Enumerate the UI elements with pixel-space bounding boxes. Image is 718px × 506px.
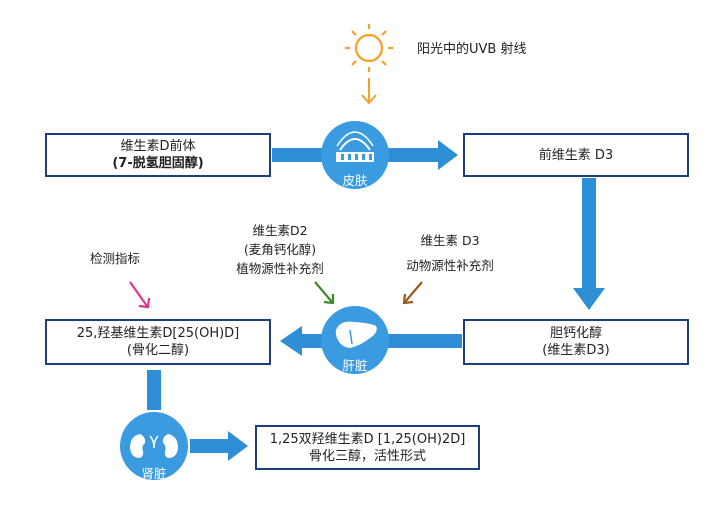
arrow-calcidiol-to-calcitriol <box>147 370 248 461</box>
box-calcitriol: 1,25双羟维生素D [1,25(OH)2D] 骨化三醇，活性形式 <box>255 425 480 470</box>
skin-icon <box>336 131 374 162</box>
d3-supplement-label: 维生素 D3 动物源性补充剂 <box>390 231 510 275</box>
cholecalciferol-alias: (维生素D3) <box>542 343 610 358</box>
calcidiol-name: 25,羟基维生素D[25(OH)D] <box>76 326 240 341</box>
calcitriol-name: 1,25双羟维生素D [1,25(OH)2D] <box>269 431 466 447</box>
calcidiol-alias: (骨化二醇) <box>126 343 190 358</box>
uvb-arrow <box>361 78 377 105</box>
arrow-pre-d3-to-cholecalciferol <box>573 178 605 310</box>
indicator-label: 检测指标 <box>89 251 140 266</box>
pre-d3-name: 前维生素 D3 <box>538 147 614 163</box>
d2-alias: (麦角钙化醇) <box>243 242 317 257</box>
calcitriol-alias: 骨化三醇，活性形式 <box>308 448 426 464</box>
d2-name: 维生素D2 <box>252 223 308 238</box>
liver-label: 肝脏 <box>342 358 368 373</box>
box-calcidiol: 25,羟基维生素D[25(OH)D] (骨化二醇) <box>45 319 271 365</box>
kidney-label: 肾脏 <box>141 466 167 481</box>
d2-source: 植物源性补充剂 <box>236 261 324 276</box>
sun-icon <box>345 24 393 72</box>
d3-name: 维生素 D3 <box>420 233 480 248</box>
d3-supplement-arrow <box>402 281 423 305</box>
kidney-icon <box>130 434 178 458</box>
d3-source: 动物源性补充剂 <box>406 258 494 273</box>
cholecalciferol-name: 胆钙化醇 <box>549 326 602 341</box>
precursor-chemical: (7-脱氢胆固醇) <box>112 156 204 171</box>
precursor-name: 维生素D前体 <box>120 139 196 154</box>
uvb-label: 阳光中的UVB 射线 <box>417 42 527 57</box>
box-pre-d3: 前维生素 D3 <box>463 133 689 177</box>
box-cholecalciferol: 胆钙化醇 (维生素D3) <box>463 319 689 365</box>
box-precursor: 维生素D前体 (7-脱氢胆固醇) <box>45 133 271 177</box>
d2-supplement-label: 维生素D2 (麦角钙化醇) 植物源性补充剂 <box>215 221 345 278</box>
indicator-arrow <box>129 281 151 309</box>
skin-label: 皮肤 <box>342 173 368 188</box>
liver-icon <box>335 321 377 348</box>
d2-supplement-arrow <box>314 281 335 305</box>
